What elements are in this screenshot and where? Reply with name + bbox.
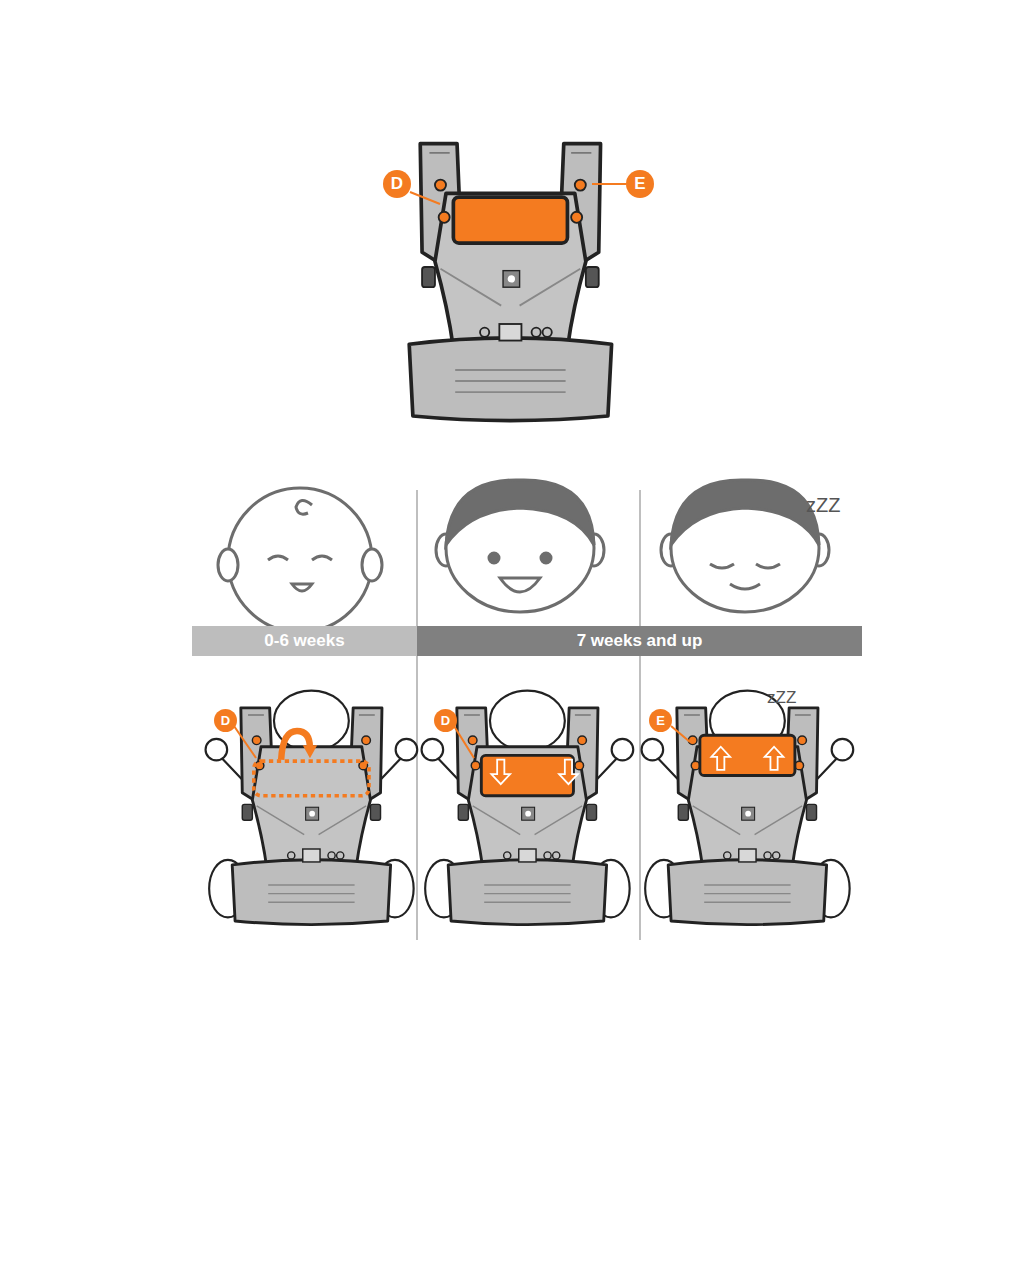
age-band: 7 weeks and up xyxy=(417,626,862,656)
age-band: 0-6 weeks xyxy=(192,626,417,656)
callout-letter: D xyxy=(214,709,237,732)
shape-outline xyxy=(383,170,411,198)
callout-letter: E xyxy=(649,709,672,732)
callout-letter: D xyxy=(383,170,411,198)
shape-outline xyxy=(214,709,237,732)
callout-letter: D xyxy=(434,709,457,732)
node-text: D xyxy=(441,713,450,728)
node-text: 7 weeks and up xyxy=(577,631,703,651)
node-text: E xyxy=(656,713,665,728)
node-text: D xyxy=(221,713,230,728)
sleep-label: zZZ xyxy=(806,494,840,517)
sleep-label: zZZ xyxy=(767,688,796,708)
shape-outline xyxy=(649,709,672,732)
shape-outline xyxy=(626,170,654,198)
shape-outline xyxy=(417,626,862,656)
node-text: E xyxy=(634,174,645,194)
callout-letter: E xyxy=(626,170,654,198)
node-text: D xyxy=(391,174,403,194)
node-text: 0-6 weeks xyxy=(264,631,344,651)
shape-outline xyxy=(434,709,457,732)
shape-outline xyxy=(192,626,417,656)
